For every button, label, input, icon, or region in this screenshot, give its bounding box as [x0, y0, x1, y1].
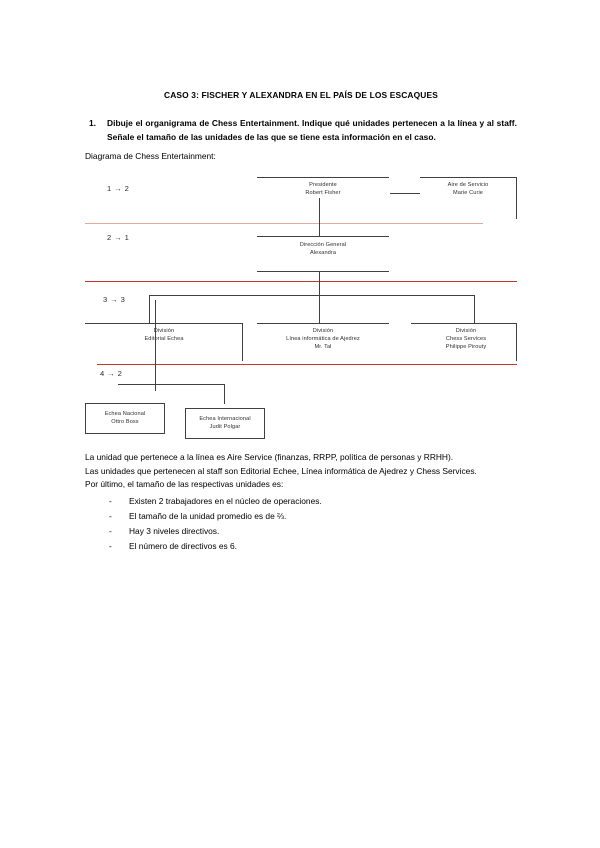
question-number: 1. — [89, 118, 96, 129]
node-division-chess-services: División Chess Services Philippe Pirouty — [415, 328, 517, 352]
list-bullet-dash: - — [109, 540, 112, 551]
node-president-role: Presidente — [309, 181, 337, 188]
division-chess-services-box-right-rule — [516, 322, 517, 361]
node-president: Presidente Robert Fisher — [257, 182, 389, 198]
node-echea-nacional-person: Ottro Boss — [111, 419, 139, 426]
node-echea-internacional-role: Echea Internacional — [199, 416, 251, 423]
node-division-informatica-person2: Mr. Tal — [314, 343, 332, 350]
division-informatica-box-top-rule — [257, 322, 389, 324]
node-aire-service-person: Marie Curie — [452, 189, 483, 196]
node-president-person: Robert Fisher — [305, 189, 341, 196]
aire-service-link — [390, 192, 420, 194]
list-item-text: El tamaño de la unidad promedio es de ⅔. — [129, 510, 287, 521]
paragraph-line-unit: La unidad que pertenece a la línea es Ai… — [85, 451, 454, 462]
node-aire-service: Aire de Servicio Marie Curie — [420, 182, 516, 198]
list-item: - El tamaño de la unidad promedio es de … — [85, 509, 517, 524]
document-content: CASO 3: FISCHER Y ALEXANDRA EN EL PAÍS D… — [85, 90, 517, 554]
level-divider-3 — [97, 363, 517, 365]
diagram-caption: Diagrama de Chess Entertainment: — [85, 151, 216, 162]
question-text: Dibuje el organigrama de Chess Entertain… — [107, 118, 517, 142]
node-division-editorial-person: Editorial Echea — [144, 335, 184, 342]
node-echea-internacional-person: Judit Polgar — [209, 424, 241, 431]
operating-units-bus-drop-right — [224, 383, 225, 404]
node-echea-internacional: Echea Internacional Judit Polgar — [185, 407, 265, 439]
level-divider-1 — [85, 222, 483, 224]
node-division-editorial-role: División — [153, 327, 175, 334]
page-title: CASO 3: FISCHER Y ALEXANDRA EN EL PAÍS D… — [164, 90, 438, 100]
division-bus-drop-right — [474, 294, 475, 323]
node-division-informatica-person: Línea informática de Ajedrez — [286, 335, 360, 342]
list-item-text: Hay 3 niveles directivos. — [129, 525, 220, 536]
chart-level-label-4: 4 → 2 — [100, 368, 123, 378]
direccion-general-stem — [319, 270, 320, 323]
list-item-text: Existen 2 trabajadores en el núcleo de o… — [129, 495, 322, 506]
president-box-top-rule — [257, 176, 389, 178]
editorial-echea-stem — [155, 299, 156, 391]
list-item: - El número de directivos es 6. — [85, 539, 517, 554]
operating-units-bus — [118, 383, 225, 385]
division-chess-services-box-top-rule — [411, 322, 517, 324]
node-echea-nacional: Echea Nacional Ottro Boss — [85, 402, 165, 434]
aire-service-box-top-rule — [420, 176, 516, 178]
node-direccion-general-role: Dirección General — [299, 241, 347, 248]
level-divider-2 — [85, 280, 517, 282]
direccion-general-box-bottom-rule — [257, 270, 389, 272]
unit-size-list: - Existen 2 trabajadores en el núcleo de… — [85, 494, 517, 554]
division-editorial-box-top-rule — [85, 322, 243, 324]
division-bus — [149, 294, 475, 296]
paragraph-staff-units: Las unidades que pertenecen al staff son… — [85, 465, 477, 476]
chart-level-label-1: 1 → 2 — [107, 183, 130, 193]
chart-level-label-3: 3 → 3 — [103, 294, 126, 304]
node-direccion-general-person: Alexandra — [309, 249, 337, 256]
list-bullet-dash: - — [109, 495, 112, 506]
node-division-chess-services-person2: Philippe Pirouty — [445, 343, 487, 350]
org-chart: 1 → 2 2 → 1 3 → 3 4 → 2 Presidente Rober… — [85, 171, 517, 451]
aire-service-box-right-rule — [516, 176, 517, 219]
chart-level-label-2: 2 → 1 — [107, 232, 130, 242]
node-direccion-general: Dirección General Alexandra — [257, 242, 389, 258]
node-aire-service-role: Aire de Servicio — [447, 181, 489, 188]
president-stem — [319, 197, 320, 236]
division-editorial-box-right-rule — [242, 322, 243, 361]
node-echea-nacional-role: Echea Nacional — [104, 411, 146, 418]
node-division-informatica-role: División — [312, 327, 334, 334]
list-bullet-dash: - — [109, 510, 112, 521]
node-division-chess-services-role: División — [455, 327, 477, 334]
direccion-general-box-top-rule — [257, 235, 389, 237]
paragraph-sizes-intro: Por último, el tamaño de las respectivas… — [85, 479, 284, 490]
list-bullet-dash: - — [109, 525, 112, 536]
question-item-1: 1. Dibuje el organigrama de Chess Entert… — [85, 117, 517, 144]
node-division-editorial: División Editorial Echea — [105, 328, 223, 344]
division-bus-drop-left — [149, 294, 150, 323]
list-item: - Existen 2 trabajadores en el núcleo de… — [85, 494, 517, 509]
list-item: - Hay 3 niveles directivos. — [85, 524, 517, 539]
node-division-chess-services-person: Chess Services — [445, 335, 487, 342]
list-item-text: El número de directivos es 6. — [129, 540, 237, 551]
node-division-informatica: División Línea informática de Ajedrez Mr… — [243, 328, 403, 352]
